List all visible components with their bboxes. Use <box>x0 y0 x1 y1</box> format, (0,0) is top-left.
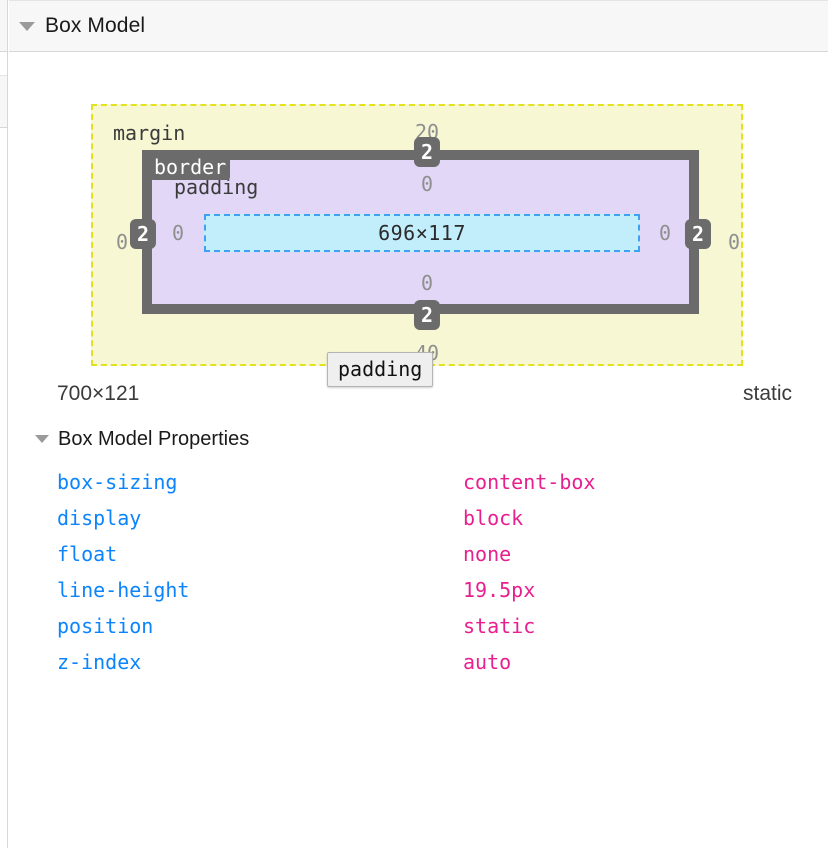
box-model-properties-list: box-sizing content-box display block flo… <box>9 464 828 680</box>
border-right-value[interactable]: 2 <box>684 219 712 249</box>
border-bottom-value[interactable]: 2 <box>413 300 441 330</box>
property-name[interactable]: position <box>57 614 154 638</box>
element-position-label: static <box>742 382 792 405</box>
margin-right-value[interactable]: 0 <box>727 230 741 254</box>
border-region[interactable]: border 2 2 2 2 padding 0 0 0 0 696×117 <box>129 137 712 330</box>
adjacent-panel-edge <box>0 0 8 848</box>
box-model-summary: 700×121 static <box>9 382 828 422</box>
property-name[interactable]: box-sizing <box>57 470 178 494</box>
page-title: Box Model <box>45 14 146 37</box>
property-row[interactable]: z-index auto <box>9 644 828 680</box>
property-row[interactable]: position static <box>9 608 828 644</box>
property-name[interactable]: display <box>57 506 142 530</box>
adjacent-panel-chip-second <box>0 75 7 128</box>
content-size-label: 696×117 <box>378 221 466 245</box>
padding-region[interactable]: padding 0 0 0 0 696×117 <box>152 160 689 304</box>
triangle-down-icon[interactable] <box>35 435 49 443</box>
box-model-properties-header[interactable]: Box Model Properties <box>9 422 828 456</box>
property-name[interactable]: line-height <box>57 578 190 602</box>
box-model-properties-title: Box Model Properties <box>58 427 250 450</box>
margin-region[interactable]: margin 20 0 40 0 border 2 2 2 2 padding … <box>91 104 743 366</box>
content-region[interactable]: 696×117 <box>204 214 640 252</box>
padding-right-value[interactable]: 0 <box>658 221 672 245</box>
region-tooltip-text: padding <box>338 357 423 381</box>
property-value[interactable]: static <box>463 614 536 638</box>
property-value[interactable]: block <box>463 506 524 530</box>
property-row[interactable]: display block <box>9 500 828 536</box>
property-name[interactable]: float <box>57 542 118 566</box>
box-model-panel: Box Model margin 20 0 40 0 border 2 2 2 … <box>9 0 828 848</box>
border-left-value[interactable]: 2 <box>129 219 157 249</box>
border-top-value[interactable]: 2 <box>413 137 441 167</box>
region-tooltip: padding <box>327 352 434 387</box>
property-value[interactable]: none <box>463 542 512 566</box>
property-row[interactable]: float none <box>9 536 828 572</box>
border-region-label: border <box>150 154 231 180</box>
property-value[interactable]: auto <box>463 650 512 674</box>
box-model-diagram: margin 20 0 40 0 border 2 2 2 2 padding … <box>9 52 828 387</box>
padding-top-value[interactable]: 0 <box>420 172 434 196</box>
margin-left-value[interactable]: 0 <box>115 230 129 254</box>
padding-left-value[interactable]: 0 <box>171 221 185 245</box>
margin-region-label: margin <box>113 121 186 145</box>
property-row[interactable]: line-height 19.5px <box>9 572 828 608</box>
property-name[interactable]: z-index <box>57 650 142 674</box>
adjacent-panel-chip-top <box>0 0 7 52</box>
property-value[interactable]: 19.5px <box>463 578 536 602</box>
element-size-label: 700×121 <box>57 382 140 405</box>
padding-bottom-value[interactable]: 0 <box>420 271 434 295</box>
box-model-section-header[interactable]: Box Model <box>9 0 828 52</box>
property-value[interactable]: content-box <box>463 470 596 494</box>
property-row[interactable]: box-sizing content-box <box>9 464 828 500</box>
triangle-down-icon[interactable] <box>19 21 35 31</box>
